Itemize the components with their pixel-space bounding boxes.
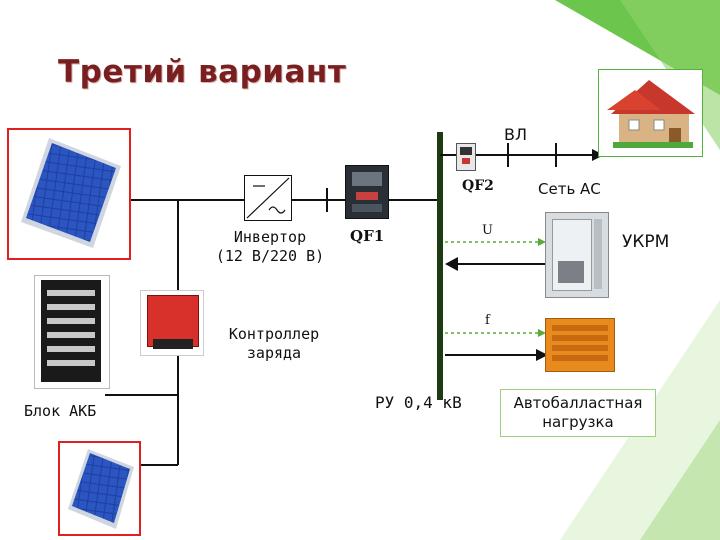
house-frame xyxy=(598,69,703,157)
battery-frame xyxy=(34,275,110,389)
load-label: Автобалластная нагрузка xyxy=(500,389,656,437)
house-icon xyxy=(607,80,695,148)
solar-panel-icon xyxy=(21,138,121,248)
akb-label: Блок АКБ xyxy=(24,402,97,420)
load-bank-icon xyxy=(545,318,615,372)
ukrm-cabinet-icon xyxy=(545,212,609,298)
solar-panel-bottom-frame xyxy=(58,441,141,536)
inverter-symbol xyxy=(244,175,292,221)
controller-label: Контроллер заряда xyxy=(218,325,330,363)
qf2-breaker-icon xyxy=(456,143,476,171)
qf2-label: QF2 xyxy=(462,178,494,194)
ukrm-label: УКРМ xyxy=(622,232,670,252)
qf1-breaker-icon xyxy=(345,165,389,219)
controller-sub: заряда xyxy=(246,344,302,362)
solar-panel-frame xyxy=(7,128,131,260)
inverter-label: Инвертор (12 В/220 В) xyxy=(210,228,330,266)
inverter-spec: (12 В/220 В) xyxy=(215,247,325,265)
page-title: Третий вариант xyxy=(58,54,347,90)
set-ac-label: Сеть АС xyxy=(538,180,601,198)
load-name: Автобалластная xyxy=(513,394,643,412)
controller-name: Контроллер xyxy=(228,325,320,343)
vl-label: ВЛ xyxy=(504,125,528,144)
inverter-name: Инвертор xyxy=(233,228,307,246)
ru-label: РУ 0,4 кВ xyxy=(375,393,462,412)
controller-frame xyxy=(140,290,204,356)
f-label: f xyxy=(485,313,490,328)
solar-panel-bottom-icon xyxy=(68,449,134,529)
load-sub: нагрузка xyxy=(542,413,614,431)
qf1-label: QF1 xyxy=(350,227,385,245)
u-label: U xyxy=(482,223,493,238)
